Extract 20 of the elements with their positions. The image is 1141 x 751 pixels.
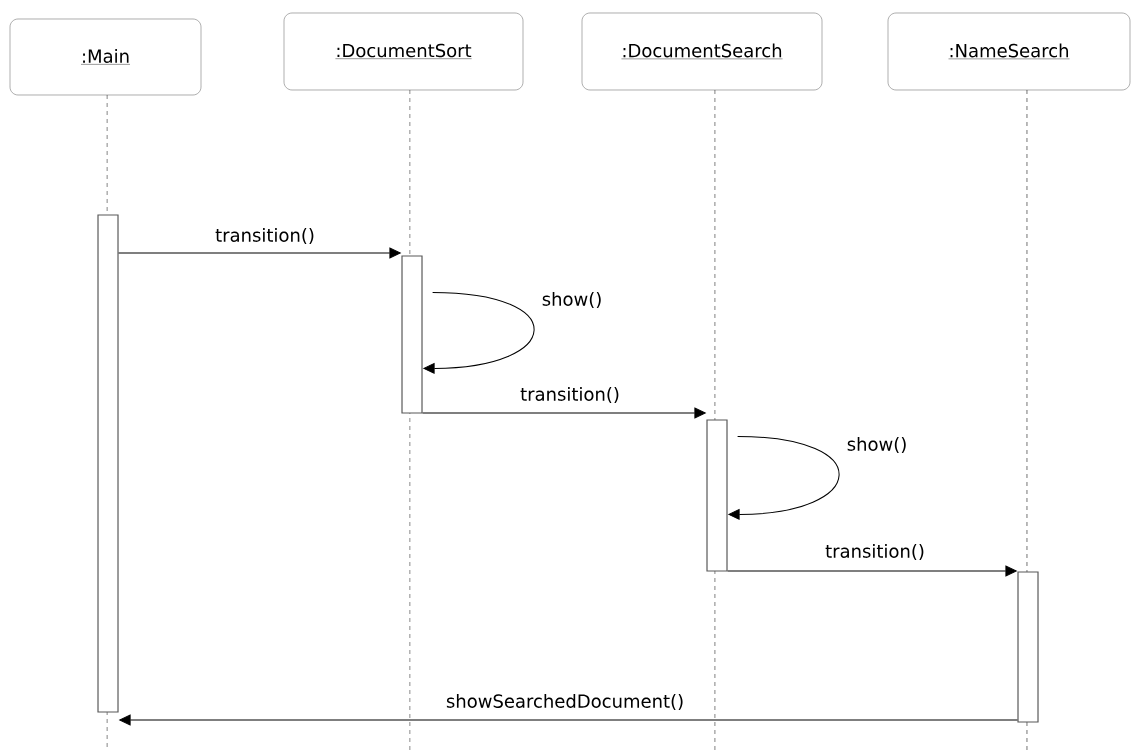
- edge-label: transition(): [824, 542, 926, 561]
- message-arrow: [727, 565, 1017, 577]
- activation-bar: [706, 419, 728, 572]
- lifeline-head: :NameSearch: [887, 12, 1131, 91]
- edge-label: transition(): [519, 385, 621, 404]
- lifeline-head: :DocumentSort: [283, 12, 524, 91]
- activation-bar: [401, 255, 423, 414]
- activation-bar: [97, 214, 119, 713]
- edge-label: transition(): [214, 226, 316, 245]
- lifeline-head: :DocumentSearch: [581, 12, 823, 91]
- edge-label: show(): [540, 290, 604, 309]
- activation-bar: [1017, 571, 1039, 723]
- self-message-arrow: [423, 291, 535, 374]
- edge-label: show(): [845, 435, 909, 454]
- message-arrow: [422, 407, 706, 419]
- lifeline-head: :Main: [9, 18, 202, 96]
- message-arrow: [119, 714, 1018, 726]
- edge-label: showSearchedDocument(): [444, 692, 686, 711]
- message-arrow: [118, 247, 401, 259]
- self-message-arrow: [728, 435, 840, 520]
